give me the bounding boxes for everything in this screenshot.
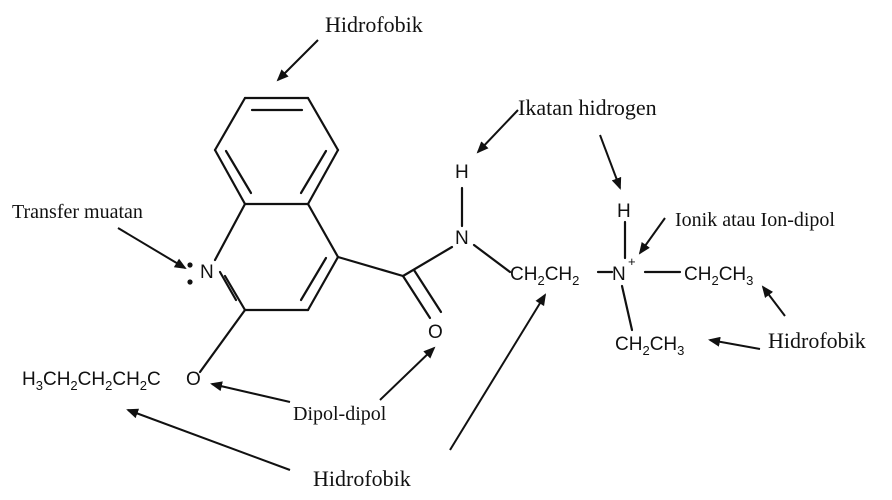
pyridine-ring (213, 202, 340, 312)
arrow-hydrophobic-top (276, 39, 319, 82)
label-hydrophobic-right: Hidrofobik (768, 328, 866, 353)
ethyl-group-right: CH2CH3 (684, 264, 753, 288)
arrow-hydrophobic-ethyl-bottom (708, 336, 761, 350)
label-charge-transfer: Transfer muatan (12, 201, 143, 223)
label-hydrogen-bond: Ikatan hidrogen (518, 95, 657, 120)
arrow-charge-transfer (117, 227, 187, 270)
label-hydrophobic-bottom: Hidrofobik (313, 466, 411, 491)
label-ionic: Ionik atau Ion-dipol (675, 209, 835, 231)
ammonium-hydrogen: H (617, 201, 631, 222)
ammonium-nitrogen: N (612, 264, 626, 285)
amide-nitrogen: N (455, 228, 469, 249)
label-dipole: Dipol-dipol (293, 403, 387, 425)
ethyl-group-bottom: CH2CH3 (615, 334, 684, 358)
carbonyl-oxygen: O (428, 322, 443, 343)
lone-pair-dot (187, 262, 193, 268)
arrow-hbond-right (599, 134, 622, 190)
lone-pair-dot (187, 279, 193, 285)
arrow-hydrophobic-ethylene (449, 293, 547, 451)
butyl-group: H3CH2CH2CH2C (22, 369, 161, 393)
annotation-arrows (117, 39, 786, 471)
ether-oxygen: O (186, 369, 201, 390)
arrow-dipole-ether (210, 381, 291, 403)
ethylene-group: CH2CH2 (510, 264, 579, 288)
substituent-bonds (198, 186, 682, 374)
arrow-hydrophobic-butyl (126, 408, 291, 471)
arrow-hbond-left (476, 109, 519, 154)
arrow-dipole-carbonyl (379, 346, 436, 401)
arrow-hydrophobic-ethyl-right (761, 285, 786, 317)
label-hydrophobic-top: Hidrofobik (325, 12, 423, 37)
amide-hydrogen: H (455, 162, 469, 183)
benzene-ring (213, 96, 340, 206)
positive-charge: + (628, 254, 636, 269)
arrow-ionic (638, 217, 666, 255)
ring-nitrogen: N (200, 262, 214, 283)
